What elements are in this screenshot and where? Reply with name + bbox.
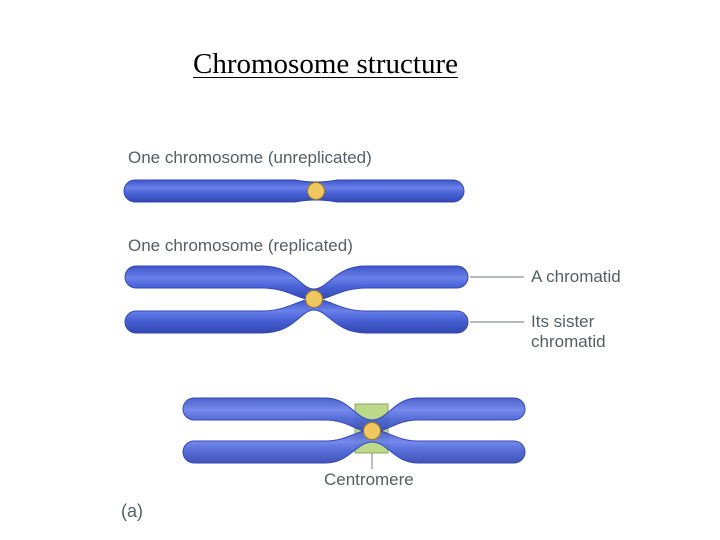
centromere-top-chromatid: [182, 397, 526, 433]
centromere-dot-unreplicated: [307, 182, 325, 200]
unreplicated-chromatid-body: [123, 179, 465, 203]
replicated-chromosome: [124, 265, 524, 334]
label-sister-line2: chromatid: [531, 332, 606, 351]
page-title: Chromosome structure: [193, 48, 458, 80]
label-centromere: Centromere: [324, 470, 414, 489]
label-unreplicated: One chromosome (unreplicated): [128, 148, 372, 167]
top-chromatid: [124, 265, 469, 301]
centromere-dot-replicated: [305, 290, 323, 308]
centromere-chromosome: [182, 397, 526, 469]
label-sister-line1: Its sister: [531, 312, 595, 331]
label-chromatid: A chromatid: [531, 267, 621, 286]
centromere-bottom-chromatid: [182, 429, 526, 464]
unreplicated-chromosome: [123, 179, 465, 203]
label-replicated: One chromosome (replicated): [128, 236, 353, 255]
label-panel: (a): [121, 501, 143, 521]
centromere-dot-highlighted: [363, 422, 381, 440]
sister-chromatid: [124, 298, 469, 334]
